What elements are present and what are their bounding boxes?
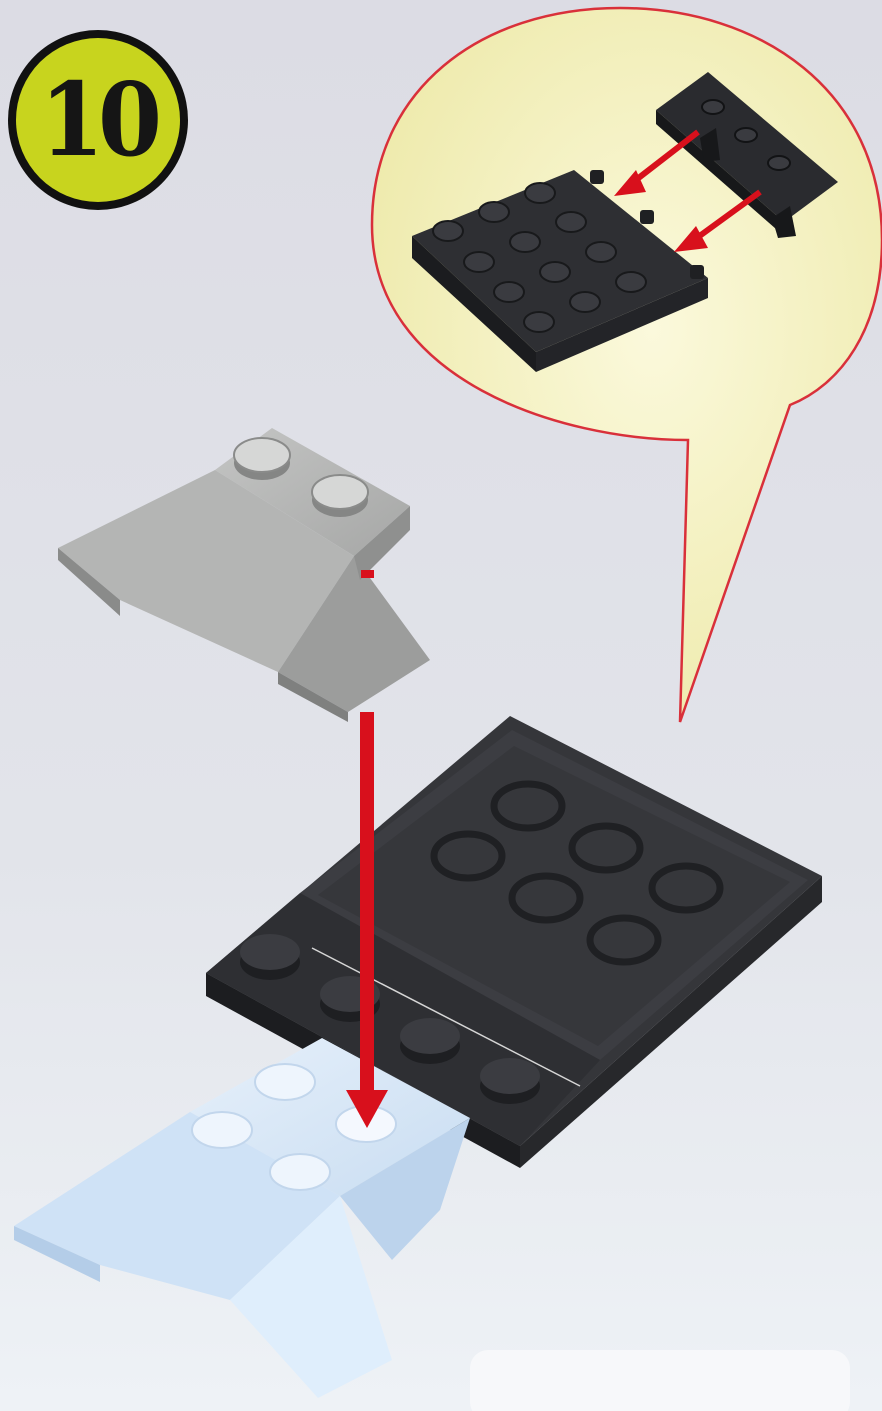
page-corner-panel	[470, 1350, 850, 1411]
step-number: 10	[8, 21, 188, 219]
